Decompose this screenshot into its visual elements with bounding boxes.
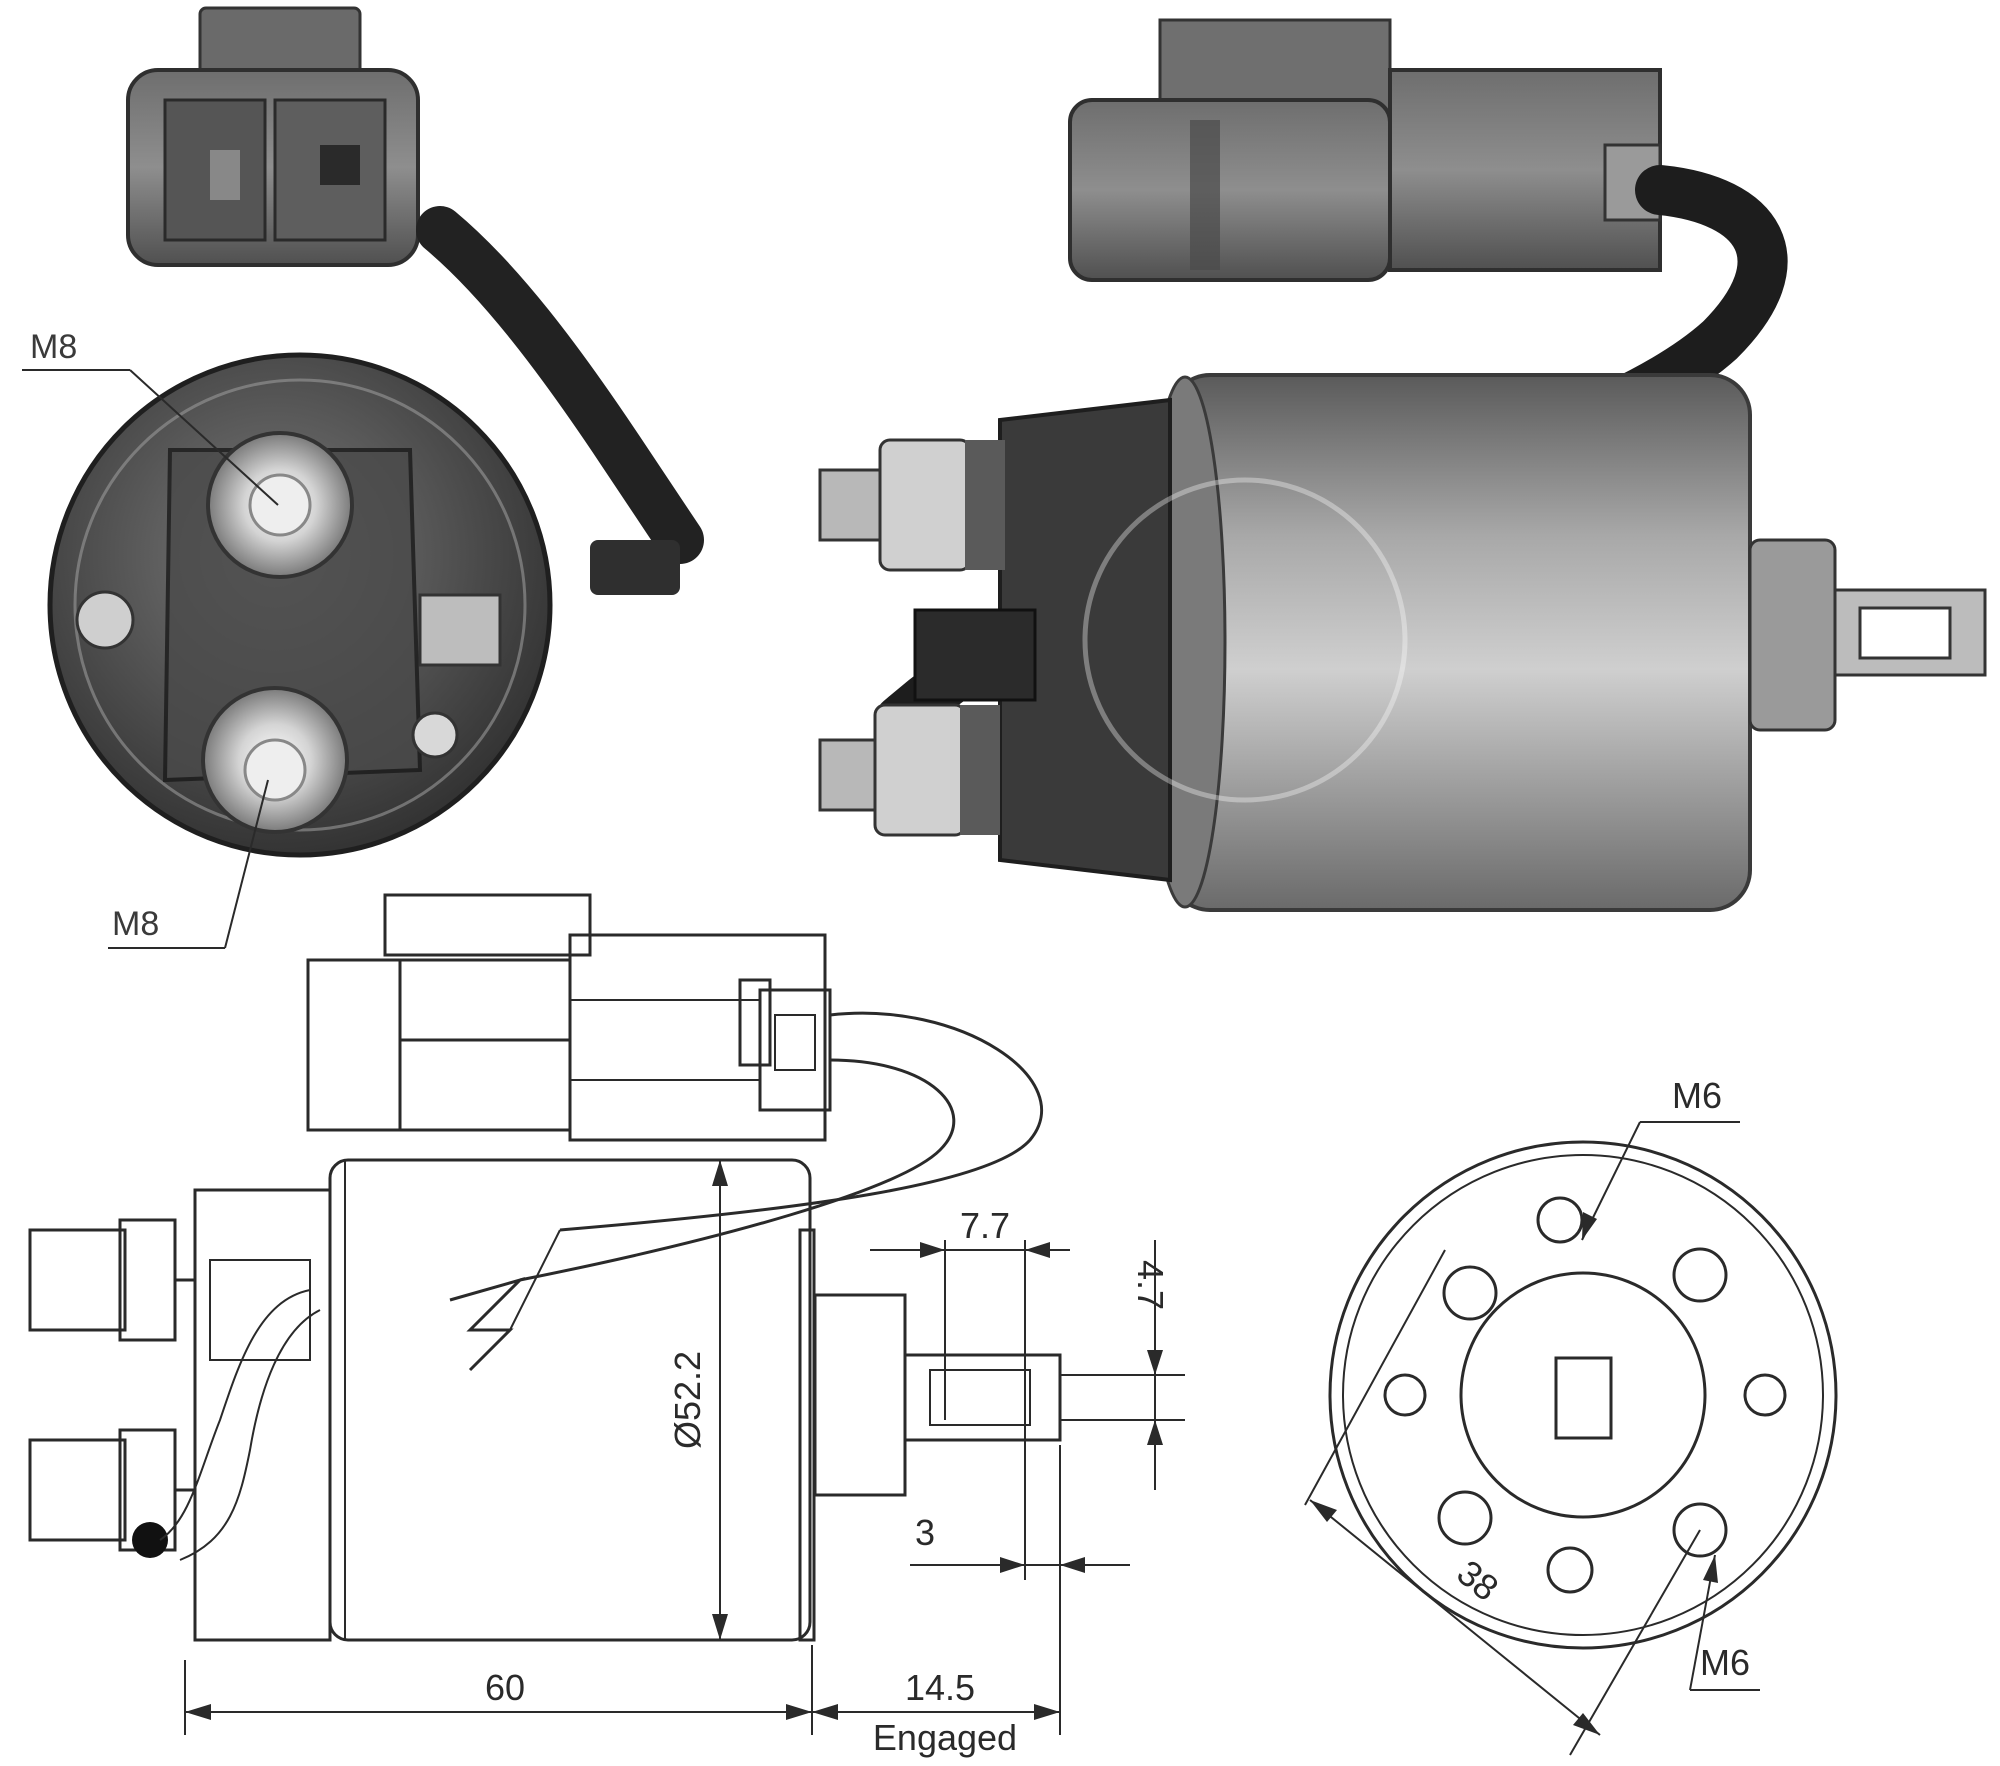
- dim-gap-label: 3: [915, 1512, 935, 1553]
- dim-engaged-caption: Engaged: [873, 1717, 1017, 1758]
- flange-center-boss: [1459, 1271, 1707, 1519]
- dim-plunger-width-label: 7.7: [960, 1205, 1010, 1246]
- flange-hole: [1437, 1490, 1493, 1546]
- flange-hole: [1442, 1265, 1498, 1321]
- photo-side-body: [1168, 373, 1752, 912]
- photo-end-view: M8 M8: [22, 6, 704, 949]
- photo-terminal-top: [206, 431, 354, 579]
- flange-hole: [1536, 1196, 1584, 1244]
- photo-side-connector: [1068, 18, 1662, 282]
- flange-hole: [1672, 1247, 1728, 1303]
- flange-hole: [1546, 1546, 1594, 1594]
- photo-connector-plug: [126, 6, 420, 267]
- photo-cable: [416, 206, 704, 564]
- drawing-terminals: [28, 1188, 332, 1642]
- photo-terminal-bottom-label: M8: [112, 905, 159, 943]
- photo-side-terminals: [818, 438, 1037, 837]
- flange-hole: [1743, 1373, 1787, 1417]
- flange-hole: [1383, 1373, 1427, 1417]
- flange-hole-top-label: M6: [1672, 1075, 1722, 1116]
- drawing-body: [328, 1158, 812, 1642]
- photo-terminal-bottom: [201, 686, 349, 834]
- flange-plunger-slot: [1554, 1356, 1613, 1440]
- drawing-flange-view: M6 M6 38: [1304, 1075, 1838, 1756]
- drawing-connector: [306, 893, 832, 1142]
- drawing-side-view: Ø52.2 60 14.5 Engaged 7.7 4.7 3: [28, 893, 1185, 1758]
- flange-hole: [1672, 1502, 1728, 1558]
- flange-hole-bottom-label: M6: [1700, 1642, 1750, 1683]
- flange-outer-circle: [1328, 1140, 1838, 1650]
- photo-watermark-seal: [1082, 477, 1408, 803]
- dim-plunger-height-label: 4.7: [1130, 1260, 1171, 1310]
- photo-terminal-top-label: M8: [30, 328, 77, 366]
- photo-side-view: [818, 18, 1987, 912]
- dim-length-engaged-label: 14.5: [905, 1667, 975, 1708]
- dim-length-body-label: 60: [485, 1667, 525, 1708]
- dim-diameter-label: Ø52.2: [667, 1351, 708, 1449]
